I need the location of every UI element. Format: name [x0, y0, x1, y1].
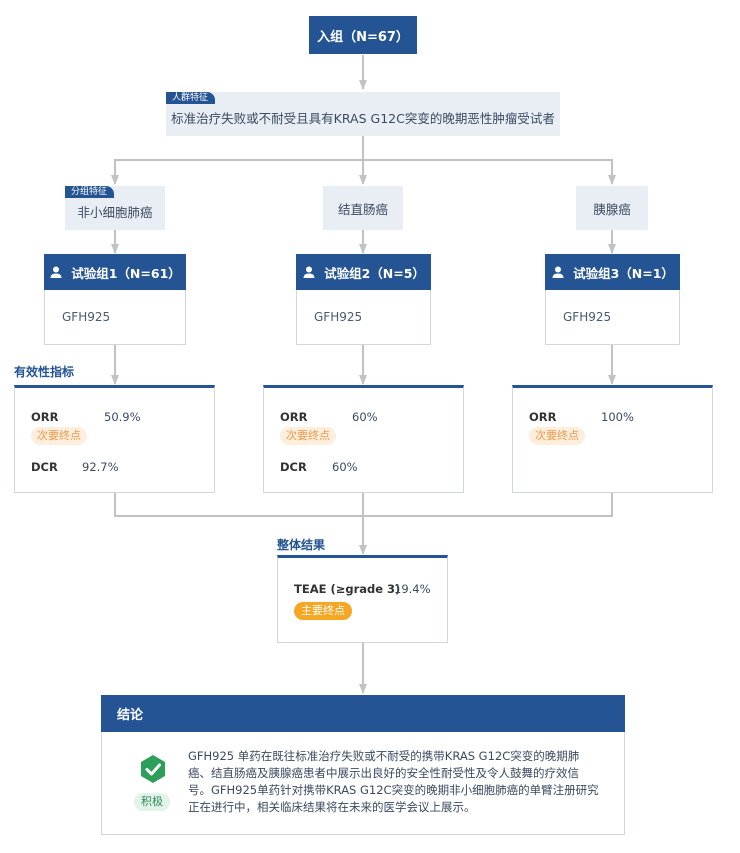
conclusion-text: GFH925 单药在既往标准治疗失败或不耐受的携带KRAS G12C突变的晚期肺…: [188, 748, 618, 816]
user-icon: [552, 266, 564, 278]
metric-value: 92.7%: [82, 460, 119, 474]
metric-name: DCR: [280, 460, 307, 474]
primary-endpoint-badge: 主要终点: [294, 602, 352, 620]
metric-value: 50.9%: [104, 410, 141, 424]
group-header-2: 试验组2（N=5）: [296, 254, 431, 290]
group-drug-box-3: GFH925: [545, 290, 680, 345]
group-drug-box-1: GFH925: [44, 290, 186, 345]
secondary-endpoint-badge: 次要终点: [529, 427, 585, 445]
subgroup-label: 胰腺癌: [593, 201, 631, 217]
conclusion-body: 积极 GFH925 单药在既往标准治疗失败或不耐受的携带KRAS G12C突变的…: [101, 732, 625, 835]
overall-label: 整体结果: [277, 538, 326, 552]
drug-name: GFH925: [314, 310, 363, 324]
subgroup-box-pancreatic: 胰腺癌: [576, 186, 648, 230]
metric-box-2: ORR 60% 次要终点 DCR 60%: [263, 385, 464, 493]
metric-box-1: ORR 50.9% 次要终点 DCR 92.7%: [14, 385, 215, 493]
group-header-label: 试验组2（N=5）: [324, 265, 425, 281]
group-header-label: 试验组3（N=1）: [573, 265, 674, 281]
conclusion-line: GFH925 单药在既往标准治疗失败或不耐受的携带KRAS G12C突变的晚期肺: [188, 749, 580, 763]
metric-value: 60%: [352, 410, 378, 424]
group-header-1: 试验组1（N=61）: [44, 254, 186, 290]
user-icon: [50, 266, 62, 278]
metric-name: ORR: [529, 410, 557, 424]
population-box: 标准治疗失败或不耐受且具有KRAS G12C突变的晚期恶性肿瘤受试者: [166, 92, 560, 136]
population-text: 标准治疗失败或不耐受且具有KRAS G12C突变的晚期恶性肿瘤受试者: [171, 110, 555, 126]
positive-badge: 积极: [134, 793, 170, 811]
conclusion-line: 号。GFH925单药针对携带KRAS G12C突变的晚期非小细胞肺癌的单臂注册研…: [188, 783, 599, 797]
conclusion-line: 正在进行中，相关临床结果将在未来的医学会议上展示。: [188, 800, 476, 814]
metric-name: ORR: [280, 410, 308, 424]
drug-name: GFH925: [62, 310, 111, 324]
conclusion-title: 结论: [117, 708, 144, 723]
metric-name: TEAE (≥grade 3): [294, 582, 401, 596]
subgroup-box-crc: 结直肠癌: [323, 186, 403, 230]
metric-name: DCR: [31, 460, 58, 474]
subgroup-label: 结直肠癌: [337, 201, 388, 217]
metric-value: 19.4%: [394, 582, 431, 596]
group-header-label: 试验组1（N=61）: [71, 265, 181, 281]
drug-name: GFH925: [563, 310, 612, 324]
conclusion-header: 结论: [101, 695, 625, 732]
conclusion-line: 癌、结直肠癌及胰腺癌患者中展示出良好的安全性耐受性及令人鼓舞的疗效信: [188, 766, 579, 780]
user-icon: [303, 266, 315, 278]
subgroup-box-nsclc: 非小细胞肺癌: [65, 186, 165, 230]
efficacy-label: 有效性指标: [14, 365, 75, 379]
metric-box-3: ORR 100% 次要终点: [512, 385, 713, 493]
check-badge-icon: [141, 755, 165, 783]
overall-metric-box: TEAE (≥grade 3) 19.4% 主要终点: [277, 555, 448, 643]
group-header-3: 试验组3（N=1）: [545, 254, 680, 290]
enrollment-label: 入组（N=67）: [317, 29, 409, 45]
subgroup-tag: 分组特征: [65, 186, 115, 198]
metric-name: ORR: [31, 410, 59, 424]
population-tag: 人群特征: [166, 92, 216, 104]
metric-value: 100%: [601, 410, 634, 424]
metric-value: 60%: [332, 460, 358, 474]
secondary-endpoint-badge: 次要终点: [280, 427, 336, 445]
enrollment-box: 入组（N=67）: [309, 16, 417, 54]
group-drug-box-2: GFH925: [296, 290, 431, 345]
subgroup-label: 非小细胞肺癌: [77, 204, 153, 220]
secondary-endpoint-badge: 次要终点: [31, 427, 87, 445]
